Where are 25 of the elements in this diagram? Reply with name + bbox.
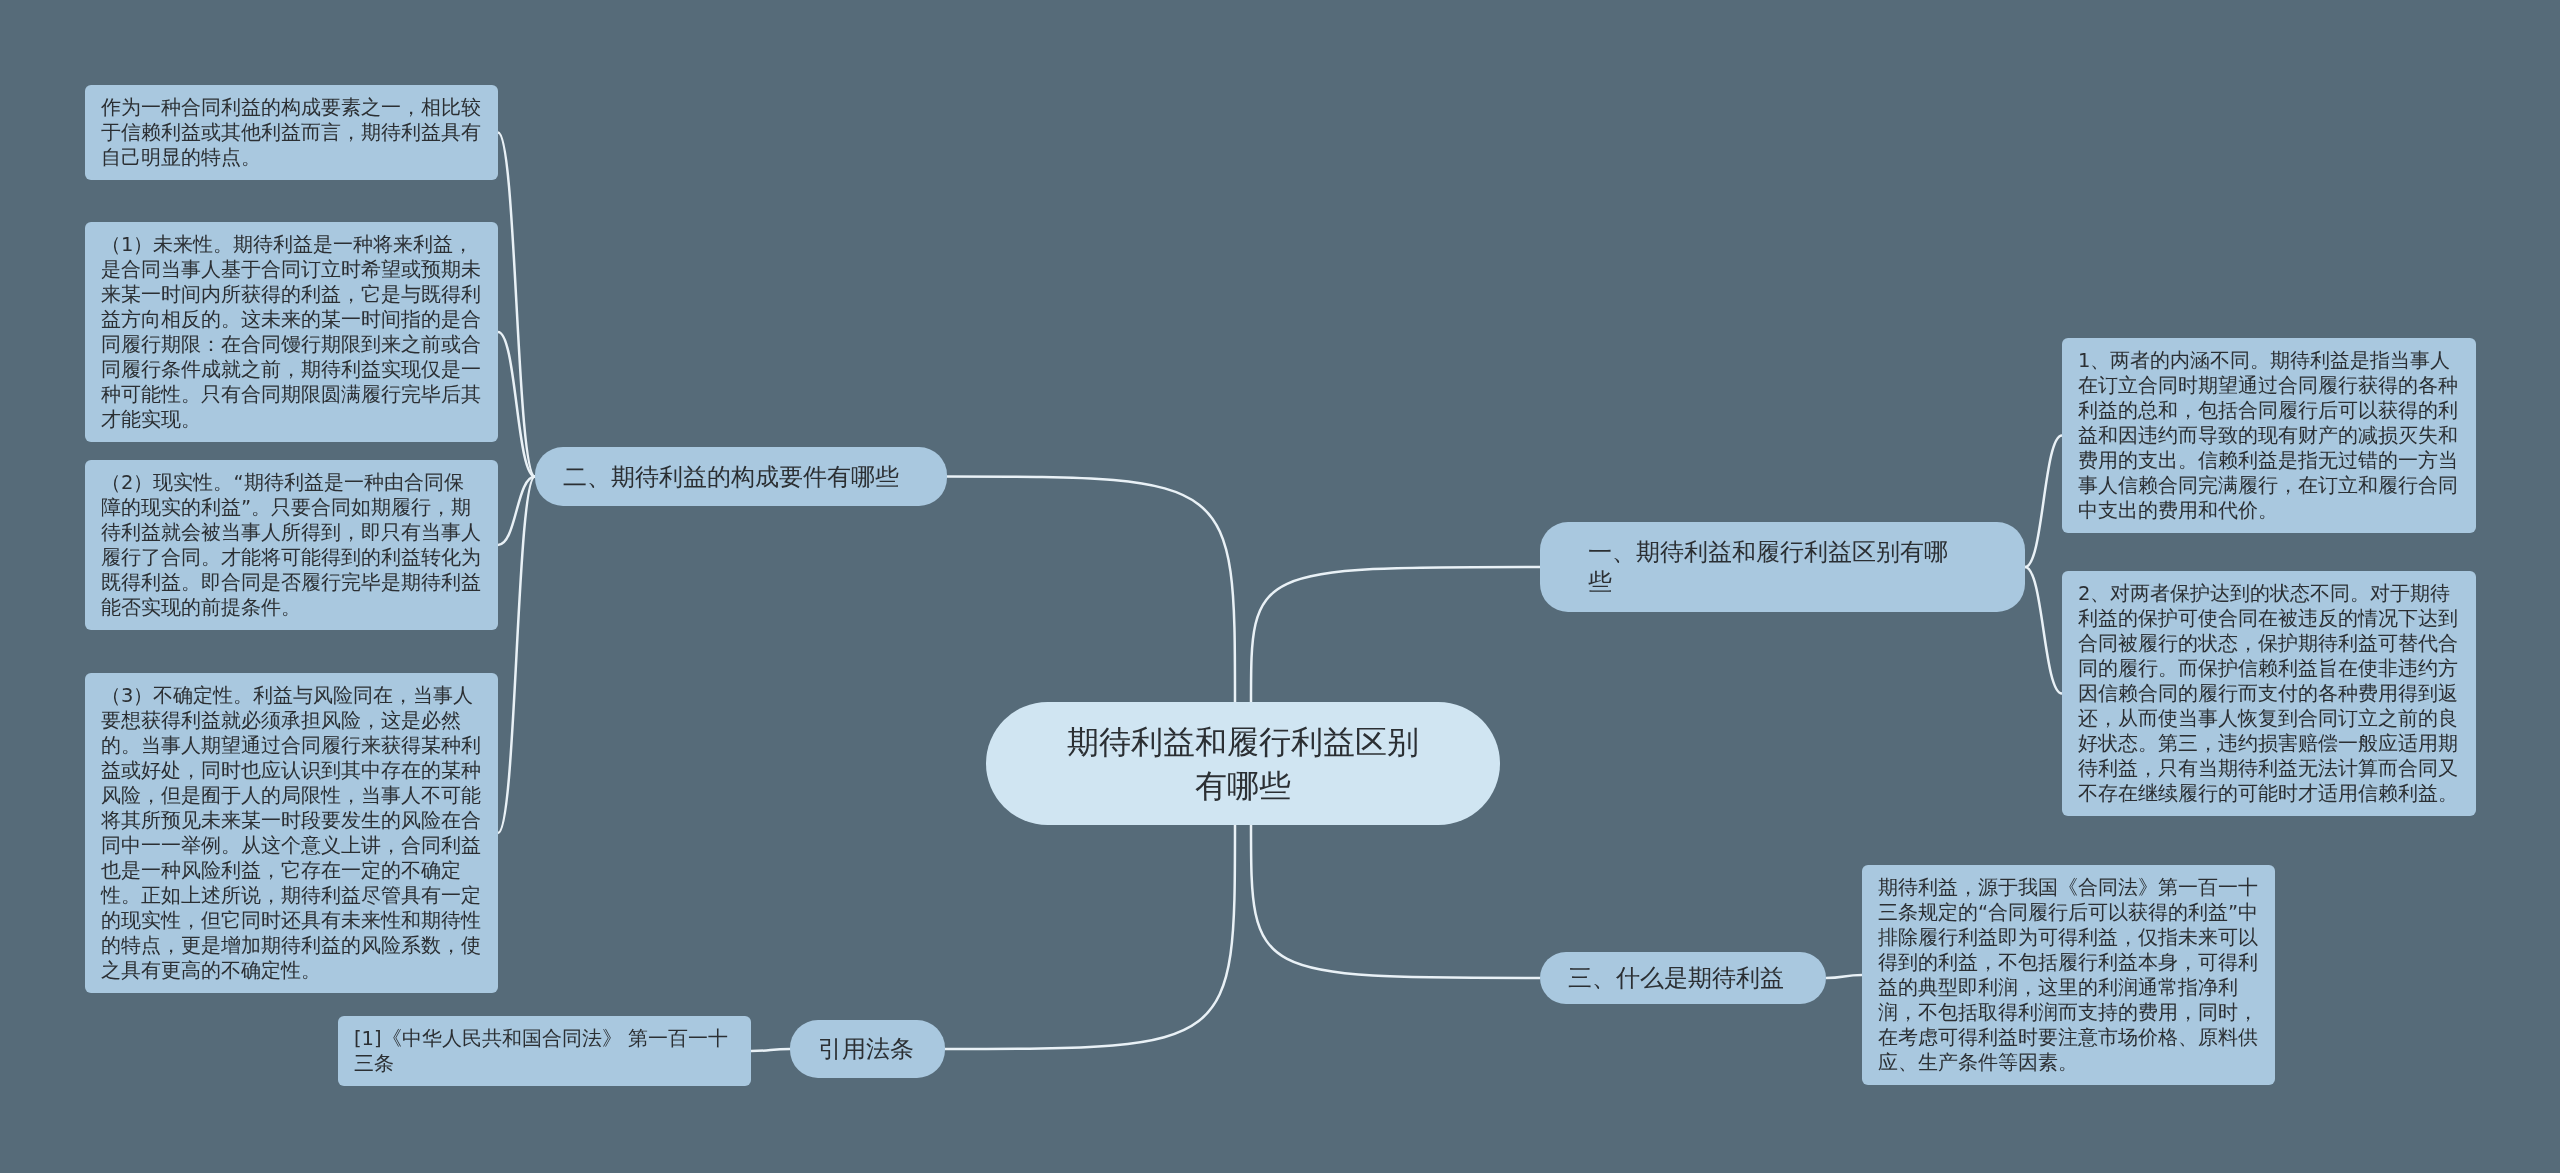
connector-line — [2024, 565, 2063, 695]
connector-line — [497, 330, 536, 478]
note-box: [1]《中华人民共和国合同法》 第一百一十三条 — [338, 1016, 751, 1086]
topic-box: 一、期待利益和履行利益区别有哪些 — [1540, 522, 2025, 612]
connector-line — [1249, 825, 1540, 980]
connector-line — [496, 475, 537, 834]
topic-box: 二、期待利益的构成要件有哪些 — [535, 447, 947, 506]
connector-line — [2024, 434, 2063, 569]
connector-line — [947, 475, 1237, 702]
note-box: （1）未来性。期待利益是一种将来利益，是合同当事人基于合同订立时希望或预期未来某一时间内所获得的利益，它是与既得利益方向相反的。这未来的某一时间指的是合同履行期限：在合同馒行期限到来之前或合同履行条件成就之前，期待利益实现仅是一种可能性。只有合同期限圆满履行完毕后其才能实现。 — [85, 222, 498, 442]
connector-line — [1249, 565, 1540, 702]
central-topic: 期待利益和履行利益区别有哪些 — [986, 702, 1500, 825]
connector-line — [496, 131, 537, 478]
note-box: 1、两者的内涵不同。期待利益是指当事人在订立合同时期望通过合同履行获得的各种利益的总和，包括合同履行后可以获得的利益和因违约而导致的现有财产的减损灭失和费用的支出。信赖利益是指无过错的一方当事人信赖合同完满履行，在订立和履行合同中支出的费用和代价。 — [2062, 338, 2476, 533]
note-box: 2、对两者保护达到的状态不同。对于期待利益的保护可使合同在被违反的情况下达到合同被履行的状态，保护期待利益可替代合同的履行。而保护信赖利益旨在使非违约方因信赖合同的履行而支付的各种费用得到返还，从而使当事人恢复到合同订立之前的良好状态。第三，违约损害赔偿一般应适用期待利益，只有当期待利益无法计算而合同又不存在继续履行的可能时才适用信赖利益。 — [2062, 571, 2476, 816]
connector-line — [1826, 973, 1862, 980]
topic-box: 引用法条 — [790, 1020, 945, 1078]
note-box: 期待利益，源于我国《合同法》第一百一十三条规定的“合同履行后可以获得的利益”中排除履行利益即为可得利益，仅指未来可以得到的利益，不包括履行利益本身，可得利益的典型即利润，这里的利润通常指净利润，不包括取得利润而支持的费用，同时，在考虑可得利益时要注意市场价格、原料供应、生产条件等因素。 — [1862, 865, 2275, 1085]
connector-line — [497, 475, 536, 547]
connector-line — [751, 1047, 790, 1053]
note-box: （3）不确定性。利益与风险同在，当事人要想获得利益就必须承担风险，这是必然的。当事人期望通过合同履行来获得某种利益或好处，同时也应认识到其中存在的某种风险，但是囿于人的局限性，当事人不可能将其所预见未来某一时段要发生的风险在合同中一一举例。从这个意义上讲，合同利益也是一种风险利益，它存在一定的不确定性。正如上述所说，期待利益尽管具有一定的现实性，但它同时还具有未来性和期待性的特点，更是增加期待利益的风险系数，使之具有更高的不确定性。 — [85, 673, 498, 993]
connector-line — [945, 825, 1237, 1051]
note-box: 作为一种合同利益的构成要素之一，相比较于信赖利益或其他利益而言，期待利益具有自己明显的特点。 — [85, 85, 498, 180]
topic-box: 三、什么是期待利益 — [1540, 952, 1826, 1004]
note-box: （2）现实性。“期待利益是一种由合同保障的现实的利益”。只要合同如期履行，期待利益就会被当事人所得到，即只有当事人履行了合同。才能将可能得到的利益转化为既得利益。即合同是否履行完毕是期待利益能否实现的前提条件。 — [85, 460, 498, 630]
